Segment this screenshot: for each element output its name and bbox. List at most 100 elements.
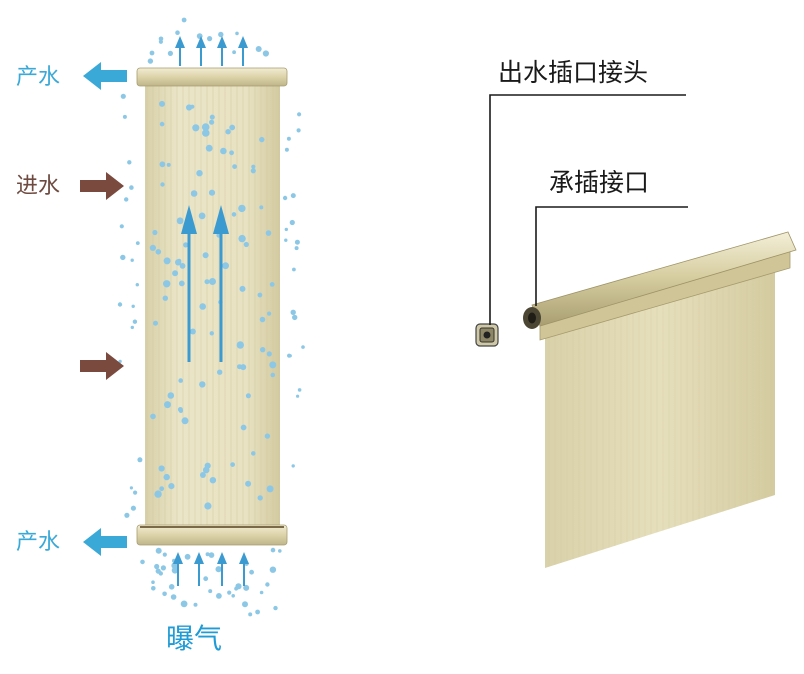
bubble-icon	[154, 563, 160, 570]
bubble-icon	[294, 239, 300, 245]
bubble-icon	[227, 590, 232, 595]
bubble-icon	[202, 129, 210, 137]
bubble-icon	[242, 601, 248, 608]
bubble-icon	[209, 278, 216, 285]
right-membrane-fiber-texture	[545, 262, 775, 568]
bubble-icon	[284, 147, 289, 152]
bubble-icon	[278, 549, 282, 553]
bubble-icon	[158, 571, 163, 576]
bubble-icon	[151, 586, 156, 591]
bubble-icon	[209, 114, 215, 120]
bubble-icon	[231, 212, 237, 217]
membrane-fiber-texture	[145, 85, 280, 525]
bubble-icon	[180, 600, 188, 608]
bubble-icon	[153, 320, 158, 326]
bubble-icon	[229, 124, 236, 131]
bubble-icon	[202, 466, 210, 474]
bubble-icon	[257, 495, 263, 501]
arrow-up-icon	[175, 36, 185, 66]
bubble-icon	[199, 472, 206, 478]
bubble-icon	[160, 565, 166, 571]
bubble-icon	[209, 477, 217, 484]
bubble-icon	[158, 39, 163, 44]
bubble-icon	[167, 50, 173, 57]
bubble-icon	[270, 547, 276, 553]
bubble-icon	[162, 591, 167, 597]
bubble-icon	[234, 586, 239, 591]
bubble-icon	[117, 302, 123, 307]
bubble-icon	[290, 309, 296, 315]
bubble-icon	[248, 612, 253, 617]
bubble-icon	[204, 279, 210, 285]
bubble-icon	[198, 212, 206, 220]
bubble-icon	[205, 144, 213, 152]
bubble-icon	[149, 50, 155, 56]
socket-joint-leader	[535, 206, 688, 306]
aeration-label: 曝气	[166, 622, 223, 655]
bubble-icon	[249, 569, 255, 575]
bubble-icon	[168, 483, 175, 490]
arrow-up-icon	[173, 552, 183, 586]
bubble-icon	[118, 359, 122, 364]
product-water-top-label: 产水	[16, 65, 61, 90]
bubble-icon	[255, 46, 262, 52]
bubble-icon	[152, 229, 158, 236]
bubble-icon	[189, 328, 196, 335]
bubble-icon	[243, 584, 250, 591]
connector-icon	[475, 323, 499, 347]
bubble-icon	[284, 227, 288, 232]
product-water-bottom-label: 产水	[16, 530, 61, 555]
arrow-left-icon	[83, 62, 127, 90]
bubble-icon	[297, 388, 302, 392]
bubble-icon	[231, 594, 235, 598]
bubble-icon	[292, 267, 296, 272]
bubble-icon	[259, 316, 266, 323]
bubble-icon	[209, 119, 215, 125]
bubble-icon	[190, 104, 195, 109]
bubble-icon	[290, 193, 296, 199]
bubble-icon	[159, 161, 166, 168]
bubble-icon	[292, 314, 298, 321]
bubble-icon	[178, 280, 185, 287]
arrow-right-icon	[80, 172, 124, 200]
bubble-icon	[151, 580, 155, 584]
bubble-icon	[269, 282, 275, 287]
bubble-icon	[251, 164, 256, 169]
bubble-icon	[270, 372, 276, 378]
bubble-icon	[296, 128, 301, 133]
flow-arrows-top	[175, 36, 248, 66]
bubble-icon	[208, 189, 216, 196]
bubble-icon	[267, 311, 272, 316]
bubble-icon	[286, 136, 291, 141]
bubble-icon	[124, 197, 129, 202]
bubble-icon	[199, 381, 206, 388]
bubble-icon	[208, 552, 215, 558]
bubble-icon	[147, 58, 154, 64]
bubble-icon	[159, 121, 165, 127]
bubble-icon	[238, 234, 246, 243]
bubble-icon	[269, 566, 277, 573]
arrow-right-icon	[80, 352, 124, 380]
bubble-icon	[170, 594, 177, 600]
arrow-up-icon	[196, 36, 206, 66]
bubble-icon	[124, 512, 130, 518]
leader-lines	[489, 94, 688, 325]
bubble-icon	[177, 258, 182, 263]
bubble-icon	[149, 244, 156, 251]
outlet-connector-label: 出水插口接头	[498, 58, 649, 87]
bubble-icon	[155, 547, 162, 554]
bubble-icon	[216, 593, 222, 599]
bubble-icon	[301, 345, 305, 349]
bubble-icon	[269, 361, 277, 369]
right-membrane-module	[475, 231, 797, 568]
bubble-icon	[176, 217, 184, 225]
bubble-icon	[209, 331, 214, 336]
bubble-icon	[203, 576, 209, 582]
bottom-header-cap	[136, 524, 288, 546]
bubble-icon	[178, 378, 183, 383]
bubble-icon	[291, 464, 295, 468]
bubble-icon	[294, 246, 299, 251]
bubble-icon	[135, 241, 140, 246]
outlet-connector-leader	[489, 94, 686, 325]
bubble-icon	[243, 241, 249, 248]
